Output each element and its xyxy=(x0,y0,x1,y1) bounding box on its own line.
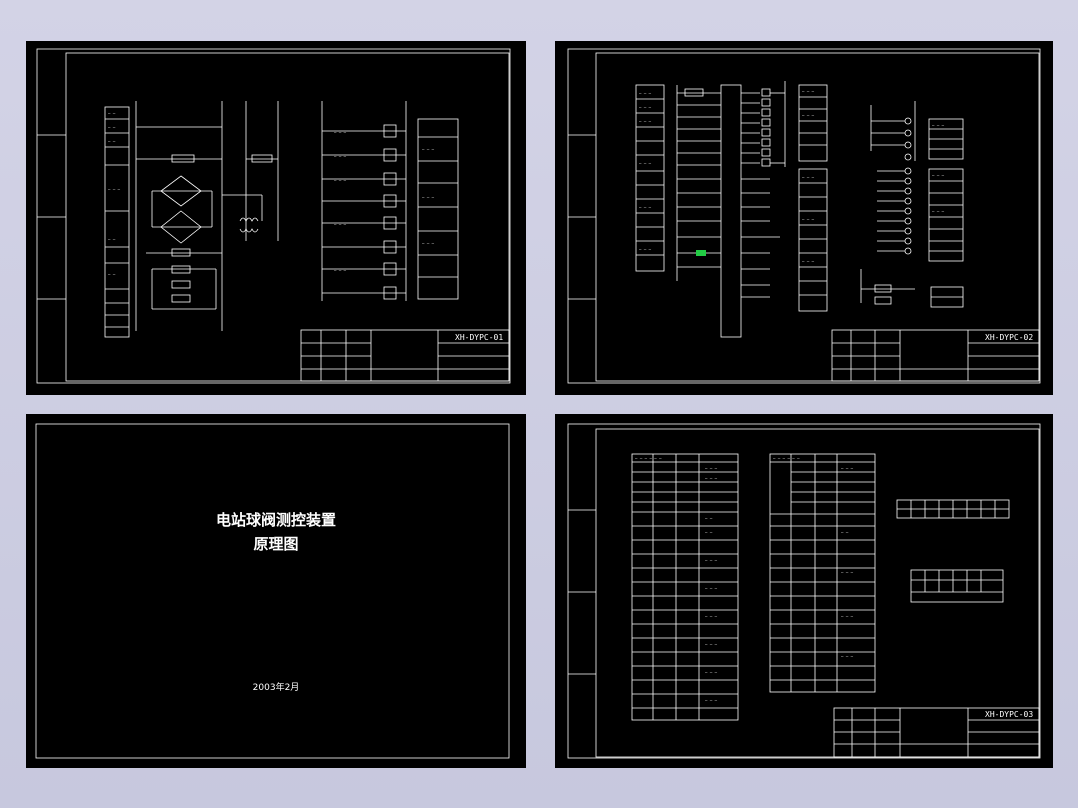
svg-text:— — —: — — — xyxy=(639,105,652,110)
svg-text:— — —: — — — xyxy=(802,175,815,180)
svg-text:— — — — — —: — — — — — — xyxy=(773,456,800,461)
svg-text:— —: — — xyxy=(705,530,713,535)
svg-text:— — —: — — — xyxy=(334,130,347,135)
schematic-sheet-1: — — — — — — — — — — — — — — — — — — — — — — — … xyxy=(26,41,526,395)
svg-text:— —: — — xyxy=(108,125,116,130)
svg-text:— — —: — — — xyxy=(932,173,945,178)
svg-text:— — —: — — — xyxy=(705,698,718,703)
svg-text:— —: — — xyxy=(841,530,849,535)
svg-text:— — —: — — — xyxy=(802,259,815,264)
svg-text:— — —: — — — xyxy=(705,466,718,471)
svg-text:— —: — — xyxy=(108,111,116,116)
svg-text:— — —: — — — xyxy=(802,217,815,222)
sheet-2-drawing-number: XH-DYPC-02 xyxy=(985,333,1034,342)
svg-text:— — —: — — — xyxy=(802,113,815,118)
svg-text:— — —: — — — xyxy=(334,268,347,273)
svg-text:— — —: — — — xyxy=(334,154,347,159)
svg-text:— — —: — — — xyxy=(705,558,718,563)
svg-text:— — —: — — — xyxy=(639,91,652,96)
cover-title-line-2: 原理图 xyxy=(253,535,299,553)
highlight-marker xyxy=(696,250,706,256)
svg-text:— — —: — — — xyxy=(705,670,718,675)
svg-text:— — —: — — — xyxy=(422,195,435,200)
sheet-1-drawing-number: XH-DYPC-01 xyxy=(455,333,504,342)
sheet-3-drawing-number: XH-DYPC-03 xyxy=(985,710,1034,719)
cover-title-line-1: 电站球阀测控装置 xyxy=(215,511,336,529)
svg-text:— — —: — — — xyxy=(334,222,347,227)
svg-text:— — —: — — — xyxy=(841,654,854,659)
svg-text:— — —: — — — xyxy=(841,466,854,471)
schematic-sheet-2: — — — — — — — — — — — — — — — — — — — — — — —… xyxy=(555,41,1053,395)
svg-text:— — — — — —: — — — — — — xyxy=(635,456,662,461)
schematic-sheet-3: — — — — — — — — — — — — — — — — — — — — — — —… xyxy=(555,414,1053,768)
svg-text:— — —: — — — xyxy=(802,89,815,94)
schematic-sheet-2-drawing: — — — — — — — — — — — — — — — — — — — — — — —… xyxy=(567,48,1041,384)
svg-text:— — —: — — — xyxy=(422,241,435,246)
svg-text:— —: — — xyxy=(108,139,116,144)
svg-text:— —: — — xyxy=(705,516,713,521)
svg-text:— — —: — — — xyxy=(639,161,652,166)
svg-text:— — —: — — — xyxy=(639,247,652,252)
svg-text:— — —: — — — xyxy=(422,147,435,152)
svg-text:— — —: — — — xyxy=(705,476,718,481)
cover-sheet-frame xyxy=(35,423,510,759)
schematic-sheet-1-drawing: — — — — — — — — — — — — — — — — — — — — — — — … xyxy=(36,48,511,384)
svg-text:— —: — — xyxy=(108,237,116,242)
svg-text:— — —: — — — xyxy=(932,123,945,128)
svg-text:— — —: — — — xyxy=(841,614,854,619)
svg-text:— — —: — — — xyxy=(932,209,945,214)
svg-text:— — —: — — — xyxy=(841,570,854,575)
svg-text:— — —: — — — xyxy=(108,187,121,192)
svg-text:— — —: — — — xyxy=(705,614,718,619)
cover-date: 2003年2月 xyxy=(252,683,300,693)
svg-text:— — —: — — — xyxy=(334,178,347,183)
svg-text:— — —: — — — xyxy=(705,642,718,647)
cover-sheet: 电站球阀测控装置 原理图 2003年2月 xyxy=(26,414,526,768)
svg-text:— — —: — — — xyxy=(705,586,718,591)
schematic-sheet-3-drawing: — — — — — — — — — — — — — — — — — — — — — — —… xyxy=(567,423,1041,759)
svg-text:— —: — — xyxy=(108,272,116,277)
svg-text:— — —: — — — xyxy=(639,205,652,210)
svg-text:— — —: — — — xyxy=(639,119,652,124)
